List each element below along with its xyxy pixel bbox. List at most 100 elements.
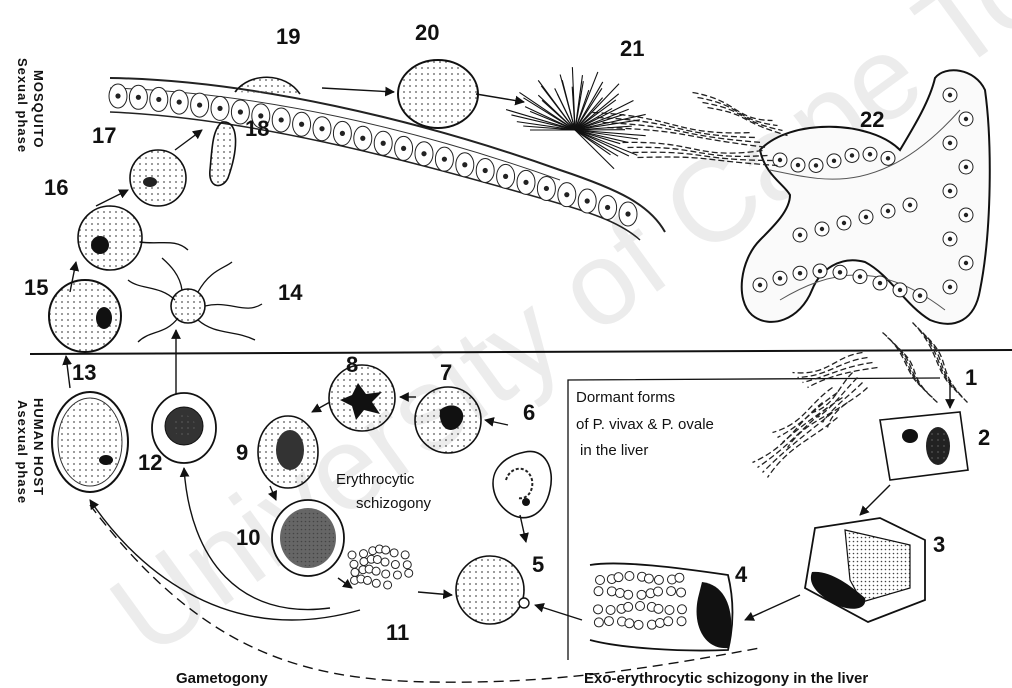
sporozoite xyxy=(763,413,833,473)
gut-cell-nucleus xyxy=(544,186,549,191)
stage-number-7: 7 xyxy=(440,360,452,385)
early-schizont-cell xyxy=(258,416,318,488)
liver-merozoite xyxy=(596,576,605,585)
liver-merozoite xyxy=(625,619,634,628)
liver-merozoite xyxy=(654,587,663,596)
gland-cell-nucleus xyxy=(886,209,890,213)
stage-number-22: 22 xyxy=(860,107,884,132)
gut-cell-nucleus xyxy=(483,168,488,173)
midgut-cells xyxy=(109,84,637,226)
sporozoite xyxy=(883,333,923,388)
gland-cell-nucleus xyxy=(832,159,836,163)
gland-cell-nucleus xyxy=(964,117,968,121)
gland-cell-nucleus xyxy=(964,213,968,217)
ookinete-in-wall xyxy=(235,77,300,94)
gut-cell-nucleus xyxy=(605,205,610,210)
sporozoite xyxy=(928,338,968,403)
stage-number-11: 11 xyxy=(386,620,409,645)
gut-cell-nucleus xyxy=(197,102,202,107)
gland-cell-nucleus xyxy=(964,165,968,169)
liver-merozoite xyxy=(594,618,603,627)
macrogametocyte xyxy=(52,392,128,492)
mature-schizont-cell xyxy=(272,500,344,576)
oocyst xyxy=(398,60,478,128)
stage-number-13: 13 xyxy=(72,360,96,385)
gland-cell-nucleus xyxy=(918,293,922,297)
human-host-label: HUMAN HOST xyxy=(31,398,46,496)
gland-cell-nucleus xyxy=(820,227,824,231)
merozoite xyxy=(373,555,381,563)
liver-merozoite xyxy=(625,572,634,581)
gland-cell-nucleus xyxy=(818,269,822,273)
stage-number-9: 9 xyxy=(236,440,248,465)
gland-cell-nucleus xyxy=(868,152,872,156)
gut-cell-nucleus xyxy=(299,122,304,127)
stage-number-3: 3 xyxy=(933,532,945,557)
dormant-forms-label-line2: of P. vivax & P. ovale xyxy=(576,416,714,433)
merozoite xyxy=(384,581,392,589)
uninfected-erythrocyte xyxy=(456,556,529,624)
gland-cell-nucleus xyxy=(964,261,968,265)
liver-merozoite xyxy=(654,604,663,613)
liver-merozoite xyxy=(664,617,673,626)
gland-cell-nucleus xyxy=(898,288,902,292)
sporozoite xyxy=(793,353,863,373)
liver-merozoite xyxy=(594,605,603,614)
liver-merozoite xyxy=(647,620,656,629)
sporozoite xyxy=(918,328,958,393)
sporozoite-spike xyxy=(575,130,618,156)
sporozoite xyxy=(758,408,828,468)
gut-cell-nucleus xyxy=(523,180,528,185)
gut-cell-nucleus xyxy=(279,117,284,122)
merozoite xyxy=(381,558,389,566)
gland-cell-nucleus xyxy=(798,233,802,237)
gland-cell-nucleus xyxy=(948,189,952,193)
gland-cell-nucleus xyxy=(948,237,952,241)
merozoite xyxy=(393,571,401,579)
exflagellating-microgametocyte xyxy=(128,258,262,342)
merozoite xyxy=(403,561,411,569)
stage-number-14: 14 xyxy=(278,280,303,305)
stage-number-2: 2 xyxy=(978,425,990,450)
gland-cell-nucleus xyxy=(878,281,882,285)
gland-cell-nucleus xyxy=(864,215,868,219)
gland-cell-nucleus xyxy=(850,153,854,157)
liver-merozoite xyxy=(614,573,623,582)
gland-cell-nucleus xyxy=(948,285,952,289)
liver-merozoite xyxy=(637,590,646,599)
stage-number-16: 16 xyxy=(44,175,68,200)
gut-cell-nucleus xyxy=(319,126,324,131)
merozoite xyxy=(363,576,371,584)
liver-merozoite xyxy=(654,575,663,584)
gut-cell-nucleus xyxy=(401,146,406,151)
hepatocyte-stage2 xyxy=(880,412,968,480)
gland-cell-nucleus xyxy=(842,221,846,225)
merozoite xyxy=(390,549,398,557)
liver-merozoite xyxy=(677,617,686,626)
liver-merozoite xyxy=(604,617,613,626)
gland-cell-nucleus xyxy=(886,156,890,160)
merozoite xyxy=(372,579,380,587)
liver-merozoite xyxy=(665,605,674,614)
gland-cell-nucleus xyxy=(814,163,818,167)
mosquito-side-label: MOSQUITO Sexual phase xyxy=(15,58,46,153)
merozoite xyxy=(391,561,399,569)
gland-cell-nucleus xyxy=(758,283,762,287)
gland-cell-nucleus xyxy=(798,271,802,275)
mosquito-label: MOSQUITO xyxy=(31,70,46,149)
gut-cell-nucleus xyxy=(217,106,222,111)
liver-merozoite xyxy=(636,602,645,611)
liver-merozoite xyxy=(594,587,603,596)
liver-merozoite xyxy=(624,602,633,611)
gut-cell-nucleus xyxy=(381,141,386,146)
sporozoite xyxy=(753,403,823,463)
liver-merozoite xyxy=(644,574,653,583)
merozoite xyxy=(405,569,413,577)
gut-cell-nucleus xyxy=(564,192,569,197)
gut-cell-nucleus xyxy=(462,162,467,167)
gland-cell-nucleus xyxy=(908,203,912,207)
exo-erythrocytic-label: Exo-erythrocytic schizogony in the liver xyxy=(584,670,868,687)
merozoite xyxy=(382,570,390,578)
merozoite xyxy=(350,560,358,568)
